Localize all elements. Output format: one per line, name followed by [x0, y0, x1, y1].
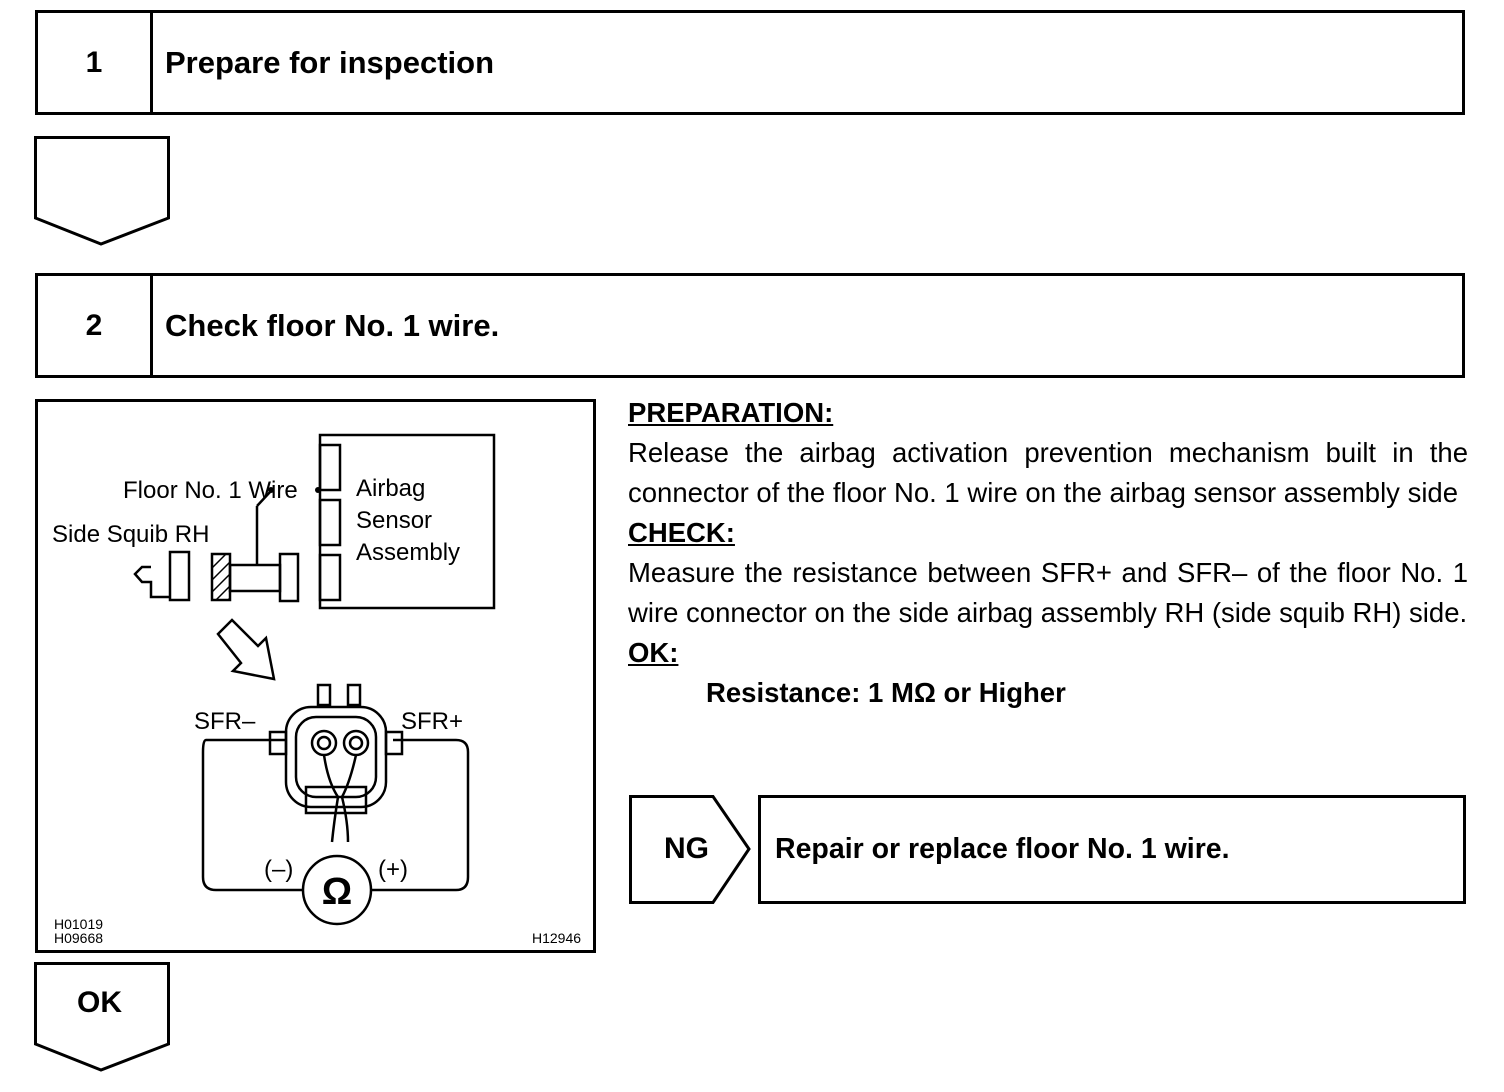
ok-flow-arrow	[34, 962, 170, 1072]
ok-spec: Resistance: 1 MΩ or Higher	[706, 677, 1066, 708]
ng-label: NG	[664, 832, 709, 865]
step-2-title: Check floor No. 1 wire.	[165, 307, 500, 343]
figure-code-3: H12946	[532, 930, 581, 946]
ng-arrow	[629, 795, 751, 904]
step-2-header: 2 Check floor No. 1 wire.	[35, 273, 1465, 378]
wiring-figure: Floor No. 1 Wire Side Squib RH Airbag Se…	[35, 399, 596, 953]
airbag-sensor-label-3: Assembly	[356, 539, 460, 566]
ok-heading: OK:	[628, 637, 679, 668]
step-1-number: 1	[38, 13, 153, 112]
meter-plus-label: (+)	[378, 856, 408, 883]
instruction-text: PREPARATION: Release the airbag activati…	[628, 393, 1468, 713]
ng-action-box: Repair or replace floor No. 1 wire.	[758, 795, 1466, 904]
airbag-sensor-label-2: Sensor	[356, 507, 432, 534]
flow-down-arrow	[34, 136, 170, 246]
ok-label: OK	[77, 986, 122, 1019]
sfr-minus-label: SFR–	[194, 708, 256, 735]
check-heading: CHECK:	[628, 517, 735, 548]
step-1-title: Prepare for inspection	[165, 44, 495, 80]
preparation-heading: PREPARATION:	[628, 397, 834, 428]
step-2-number: 2	[38, 276, 153, 375]
check-text: Measure the resistance between SFR+ and …	[628, 557, 1468, 628]
figure-code-1: H01019	[54, 916, 103, 932]
airbag-sensor-label-1: Airbag	[356, 475, 425, 502]
sfr-plus-label: SFR+	[401, 708, 463, 735]
preparation-text: Release the airbag activation prevention…	[628, 437, 1468, 508]
side-squib-label: Side Squib RH	[52, 521, 209, 548]
floor-wire-label: Floor No. 1 Wire	[123, 477, 298, 504]
figure-code-2: H09668	[54, 930, 103, 946]
ohm-icon: Ω	[322, 871, 352, 913]
step-1-header: 1 Prepare for inspection	[35, 10, 1465, 115]
meter-minus-label: (–)	[264, 856, 293, 883]
wiring-diagram: Floor No. 1 Wire Side Squib RH Airbag Se…	[52, 433, 581, 946]
